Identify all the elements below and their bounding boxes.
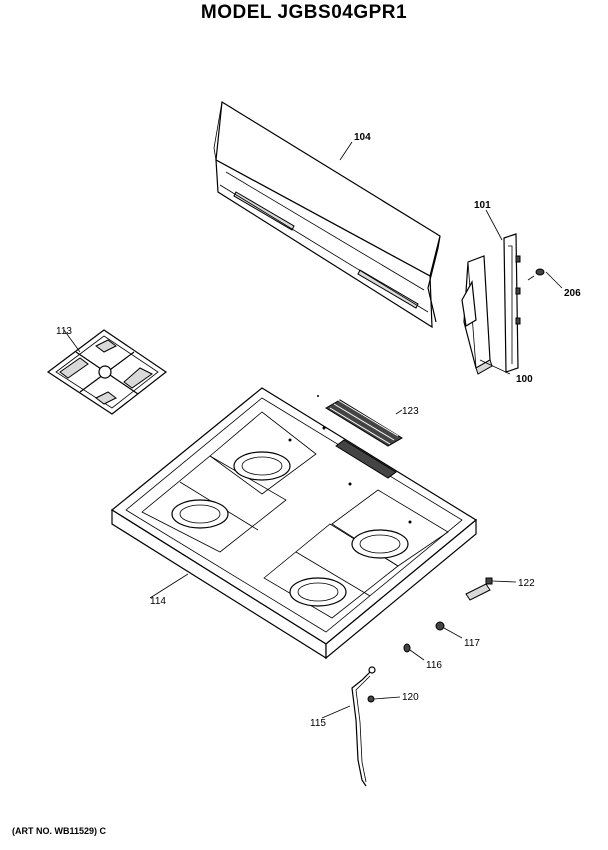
callout-120: 120 (402, 692, 419, 703)
vent-grille-123 (317, 395, 403, 447)
callout-115: 115 (310, 718, 326, 729)
screw-206 (527, 268, 545, 281)
art-number: (ART NO. WB11529) C (12, 826, 107, 836)
callout-104: 104 (354, 132, 371, 143)
callout-123: 123 (402, 406, 419, 417)
backsplash-panel-104 (213, 100, 441, 329)
tube-115 (351, 666, 376, 787)
callout-117: 117 (464, 638, 480, 649)
cooktop-114 (110, 387, 478, 660)
callout-122: 122 (518, 578, 535, 589)
grommet-117 (435, 621, 445, 631)
callout-101: 101 (474, 200, 491, 211)
callout-114: 114 (150, 596, 166, 607)
burner-ring-right-rear (351, 529, 409, 559)
callout-113: 113 (56, 326, 72, 337)
diagram-title: MODEL JGBS04GPR1 (200, 2, 408, 23)
leader-lines (63, 141, 563, 719)
burner-grate-113 (46, 329, 168, 415)
callout-206: 206 (564, 288, 581, 299)
igniter-122 (465, 577, 493, 601)
callout-100: 100 (516, 374, 533, 385)
clip-116 (403, 643, 411, 653)
end-cap-100 (461, 255, 493, 375)
callout-116: 116 (426, 660, 442, 671)
burner-ring-right-front (289, 577, 347, 607)
end-cap-101 (503, 233, 521, 373)
burner-ring-left-front (171, 499, 229, 529)
burner-ring-left-rear (233, 451, 291, 481)
orifice-120 (367, 695, 375, 703)
